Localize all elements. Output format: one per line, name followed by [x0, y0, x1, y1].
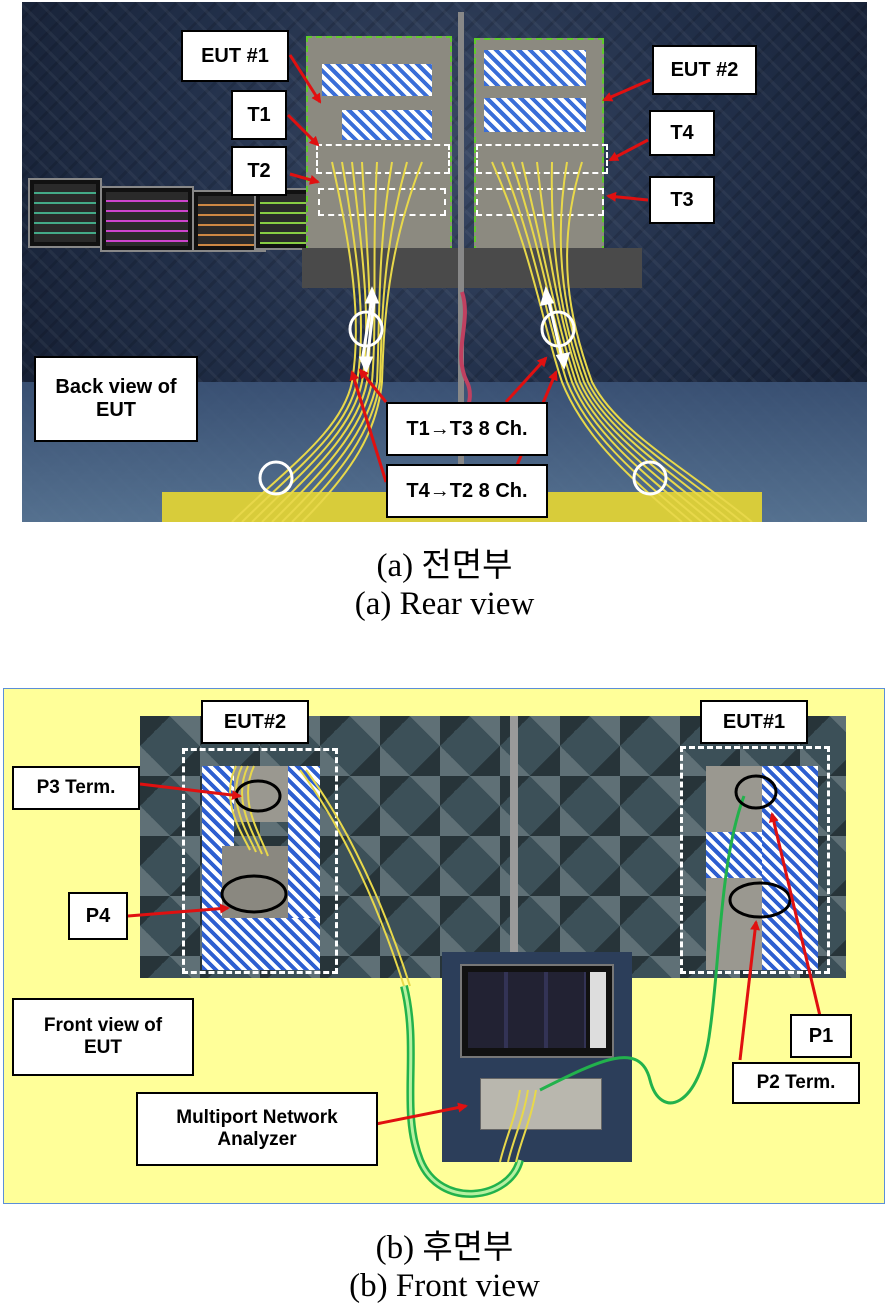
label-p3-term: P3 Term. — [12, 766, 140, 810]
label-eut1-front: EUT#1 — [700, 700, 808, 744]
eut2-connector-box-upper — [476, 144, 608, 174]
eut2-hatch-right — [288, 766, 320, 918]
label-t1: T1 — [231, 90, 287, 140]
eut1-hatch-right — [762, 766, 818, 970]
back-view-line2: EUT — [96, 399, 136, 421]
mna-line1: Multiport Network — [176, 1107, 338, 1129]
caption-a-english: (a) Rear view — [354, 586, 535, 622]
eut2-hatch-bottom — [484, 98, 586, 132]
label-t4: T4 — [649, 110, 715, 156]
mna-line2: Analyzer — [217, 1129, 297, 1150]
eut2-hatch-bottom — [202, 918, 320, 970]
analyzer-chassis — [480, 1078, 602, 1130]
eut1-hatch-mid — [706, 832, 762, 878]
front-view-line2: EUT — [84, 1037, 122, 1058]
label-eut2-front: EUT#2 — [201, 700, 309, 744]
label-t4-t2: T4→T2 8 Ch. — [386, 464, 548, 518]
caption-a-korean: (a) 전면부 — [376, 548, 513, 584]
eut2-upper-unit — [234, 766, 288, 822]
label-p1: P1 — [790, 1014, 852, 1058]
label-t2: T2 — [231, 146, 287, 196]
eut1-connector-box-lower — [318, 188, 446, 216]
eut1-hatch-bottom — [342, 110, 432, 140]
label-eut1-rear: EUT #1 — [181, 30, 289, 82]
label-front-view: Front view of EUT — [12, 998, 194, 1076]
label-p4: P4 — [68, 892, 128, 940]
back-view-line1: Back view of — [55, 376, 177, 398]
eut1-connector-box-upper — [316, 144, 450, 174]
center-pole — [458, 12, 464, 512]
label-p2-term: P2 Term. — [732, 1062, 860, 1104]
label-back-view: Back view of EUT — [34, 356, 198, 442]
label-eut2-rear: EUT #2 — [652, 45, 757, 95]
monitor-1 — [28, 178, 102, 248]
analyzer-screen — [460, 964, 614, 1058]
monitor-4 — [254, 188, 314, 250]
network-analyzer-photo — [442, 952, 632, 1162]
eut1-hatch-top — [322, 64, 432, 96]
label-t1-t3: T1→T3 8 Ch. — [386, 402, 548, 456]
caption-b-korean: (b) 후면부 — [375, 1230, 514, 1266]
eut2-hatch-top — [484, 50, 586, 86]
chamber-pole — [510, 716, 518, 978]
label-multiport-analyzer: Multiport Network Analyzer — [136, 1092, 378, 1166]
label-t3: T3 — [649, 176, 715, 224]
front-view-line1: Front view of — [43, 1015, 163, 1037]
eut2-lower-unit — [222, 846, 292, 918]
caption-b-english: (b) Front view — [349, 1268, 540, 1304]
